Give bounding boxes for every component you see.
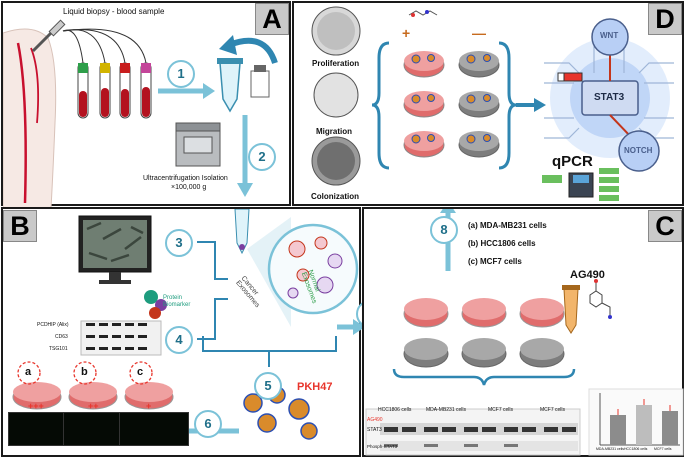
fluorescence-image-c — [119, 412, 189, 446]
blood-tube — [99, 62, 111, 119]
dish-pink — [461, 298, 507, 328]
blot-header-1: HCC1806 cells — [378, 407, 412, 413]
step-2-badge: 2 — [248, 143, 276, 171]
gene-stat3: STAT3 — [594, 92, 625, 103]
dish-pink — [403, 91, 445, 118]
ultracentrifugation-label: Ultracentrifugation Isolation — [143, 175, 228, 182]
blot-row-tsg101: TSG101 — [49, 346, 68, 352]
panel-c-letter: C — [648, 210, 682, 242]
chart-bar — [636, 405, 652, 445]
biopsy-label: Liquid biopsy - blood sample — [63, 7, 165, 16]
panel-c: (a) MDA-MB231 cells (b) HCC1806 cells (c… — [362, 207, 684, 457]
step-6-badge: 6 — [194, 410, 222, 438]
cell-line-c: (c) MCF7 cells — [468, 257, 522, 266]
blot-row-cd63: CD63 — [55, 334, 68, 340]
blot-header-3: MCF7 cells — [488, 407, 514, 413]
inhibitor-label: AG490 — [570, 269, 605, 281]
dish-gray — [458, 91, 500, 118]
dish-pink — [519, 298, 565, 328]
chart-category-3: MCF7 cells — [654, 447, 672, 451]
dish-gray — [519, 338, 565, 368]
speed-label: ×100,000 g — [171, 184, 207, 191]
chart-category-2: HCC1806 cells — [624, 447, 648, 451]
blot-row-stat3: STAT3 — [367, 427, 382, 433]
gene-notch: NOTCH — [624, 146, 653, 155]
panel-d-letter: D — [648, 3, 682, 35]
blot-row-phospho: Phosph-STAT3 — [367, 444, 398, 449]
blot-row-alix: PCDHIP (Alix) — [37, 322, 69, 328]
dish-c — [124, 382, 174, 410]
blood-tube — [77, 62, 89, 119]
blot-row-ag490: AG490 — [367, 417, 383, 423]
dish-plus-b: ++ — [88, 401, 99, 411]
blood-tube — [140, 62, 152, 119]
dish-label-b: b — [81, 366, 88, 378]
qpcr-label: qPCR — [552, 153, 593, 170]
dish-gray — [403, 338, 449, 368]
panel-b-letter: B — [3, 210, 37, 242]
cell-line-b: (b) HCC1806 cells — [468, 239, 536, 248]
blot-header-4: MCF7 cells — [540, 407, 566, 413]
dish-gray — [458, 131, 500, 158]
panel-a-graphics — [3, 19, 278, 208]
panel-d: Proliferation Migration Colonization + —… — [292, 1, 684, 206]
cell-line-a: (a) MDA-MB231 cells — [468, 221, 547, 230]
minus-sign: — — [472, 25, 486, 41]
panel-a-letter: A — [255, 3, 289, 35]
panel-d-graphics — [311, 6, 674, 201]
step-8-badge: 8 — [430, 216, 458, 244]
dish-label-c: c — [137, 366, 144, 378]
blood-tube — [119, 62, 131, 119]
chart-category-1: MDA-MB231 cells — [596, 447, 625, 451]
panel-a: Liquid biopsy - blood sample Ultracentri… — [1, 1, 291, 208]
assay-colonization: Colonization — [311, 192, 359, 201]
blot-header-2: MDA-MB231 cells — [426, 407, 467, 413]
dish-a — [12, 382, 62, 410]
chart-bar — [610, 415, 626, 445]
step-3-badge: 3 — [165, 229, 193, 257]
plus-sign: + — [402, 25, 411, 41]
dish-gray — [461, 338, 507, 368]
dish-pink — [403, 298, 449, 328]
assay-proliferation: Proliferation — [312, 59, 360, 68]
dye-label: PKH47 — [297, 381, 333, 393]
step-4-badge: 4 — [165, 326, 193, 354]
protein-biomarker-label: Protein Biomarker — [163, 295, 191, 308]
dish-label-a: a — [25, 366, 32, 378]
dish-b — [68, 382, 118, 410]
dish-plus-a: +++ — [28, 401, 44, 411]
assay-migration: Migration — [316, 127, 352, 136]
chart-bar — [662, 411, 678, 445]
step-5-badge: 5 — [254, 372, 282, 400]
dish-pink — [403, 131, 445, 158]
dish-gray — [458, 51, 500, 78]
dish-plus-c: + — [146, 401, 152, 411]
panel-b-graphics — [12, 209, 363, 440]
gene-wnt: WNT — [600, 31, 619, 40]
step-1-badge: 1 — [167, 60, 195, 88]
dish-pink — [403, 51, 445, 78]
